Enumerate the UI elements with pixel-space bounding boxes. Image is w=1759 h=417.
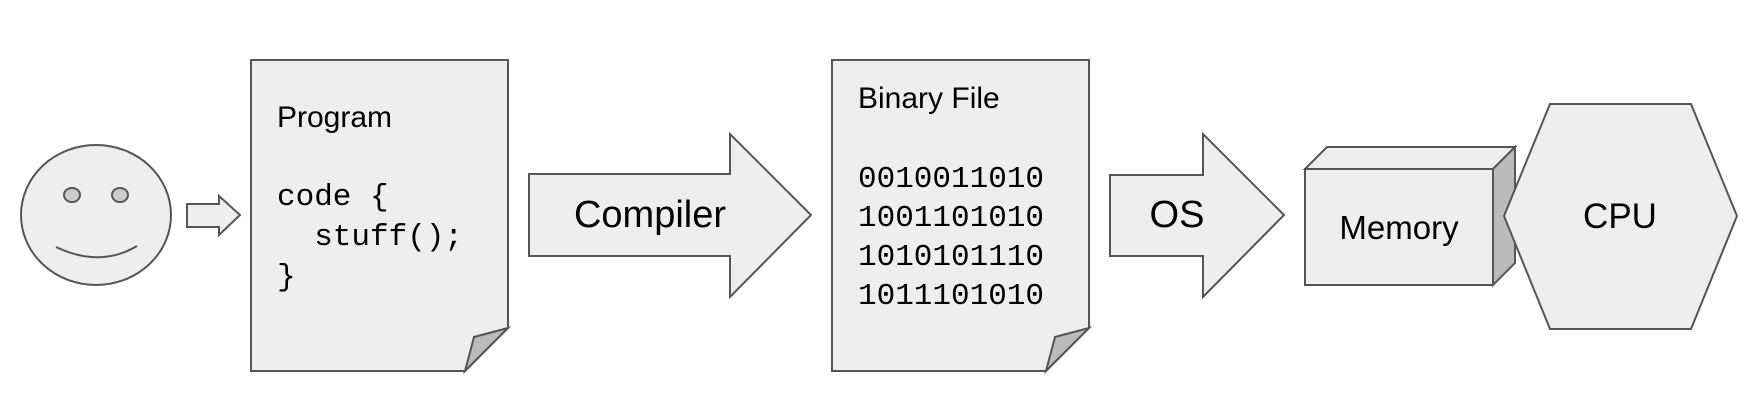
program-title: Program <box>277 101 392 134</box>
small-arrow-icon <box>186 193 242 238</box>
program-document-fold <box>463 326 512 375</box>
os-label: OS <box>1150 194 1205 236</box>
program-code-line-1: code { <box>277 180 389 215</box>
cpu-hexagon: CPU <box>1502 103 1739 330</box>
memory-label: Memory <box>1339 209 1459 246</box>
memory-box-top <box>1302 146 1518 170</box>
program-document: Program code { stuff(); } <box>250 59 512 375</box>
binary-line-1: 0010011010 <box>858 162 1044 197</box>
binary-line-4: 1011101010 <box>858 279 1044 314</box>
program-code-line-3: } <box>277 260 296 295</box>
smile-mouth <box>55 245 138 259</box>
memory-box: Memory <box>1302 144 1518 288</box>
binary-file-document-fold <box>1044 326 1093 375</box>
binary-file-document: Binary File 0010011010 1001101010 101010… <box>831 59 1093 375</box>
binary-line-3: 1010101110 <box>858 240 1044 275</box>
os-arrow-shape <box>1109 131 1286 300</box>
face-outline <box>20 144 172 286</box>
binary-file-title: Binary File <box>858 82 1000 115</box>
left-eye <box>63 187 81 203</box>
os-arrow: OS <box>1109 131 1286 300</box>
program-code-line-2: stuff(); <box>277 220 463 255</box>
cpu-label: CPU <box>1583 197 1657 236</box>
compiler-arrow: Compiler <box>528 131 813 300</box>
cpu-hexagon-shape <box>1502 103 1739 330</box>
compiler-label: Compiler <box>574 194 726 236</box>
right-eye <box>111 187 129 203</box>
binary-line-2: 1001101010 <box>858 201 1044 236</box>
compiler-arrow-shape <box>528 131 813 300</box>
smiley-face-icon <box>20 144 172 286</box>
memory-box-front <box>1304 168 1494 286</box>
